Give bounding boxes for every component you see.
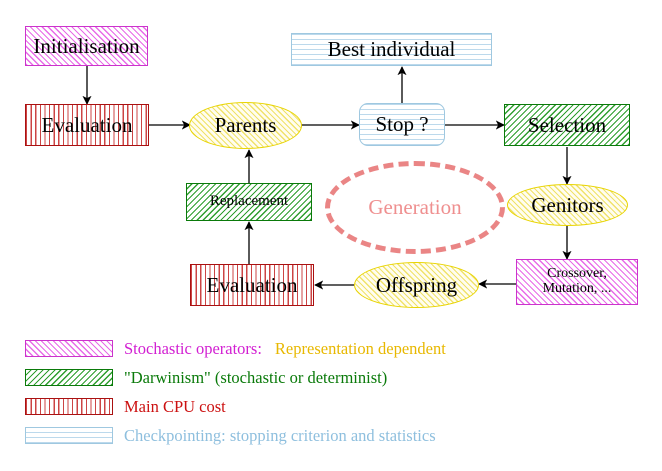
legend-label-stochastic: Stochastic operators: (124, 339, 262, 358)
node-best-individual-label: Best individual (327, 37, 456, 62)
node-stop[interactable]: Stop ? (359, 103, 445, 146)
node-evaluation-bottom[interactable]: Evaluation (190, 264, 314, 306)
node-genitors[interactable]: Genitors (507, 184, 628, 226)
legend-swatch-red (25, 398, 113, 415)
legend-row-cpu: Main CPU cost (0, 397, 662, 427)
node-crossover-line2: Mutation, ... (542, 281, 612, 296)
node-replacement-label: Replacement (209, 193, 289, 210)
node-genitors-label: Genitors (531, 192, 604, 217)
legend-label-cpu: Main CPU cost (124, 397, 226, 416)
generation-ellipse: Generation (325, 161, 505, 254)
node-offspring[interactable]: Offspring (354, 262, 479, 308)
node-selection[interactable]: Selection (504, 104, 630, 146)
node-offspring-label: Offspring (375, 272, 458, 297)
legend-text-stochastic: Stochastic operators: Representation depe… (124, 339, 446, 359)
node-evaluation-top-label: Evaluation (41, 112, 133, 137)
legend-swatch-magenta (25, 340, 113, 357)
node-initialisation-label: Initialisation (33, 33, 140, 58)
generation-label: Generation (368, 195, 462, 219)
legend-row-stochastic: Stochastic operators: Representation depe… (0, 339, 662, 369)
legend: Stochastic operators: Representation depe… (0, 339, 662, 456)
legend-row-darwinism: "Darwinism" (stochastic or determinist) (0, 368, 662, 398)
node-parents[interactable]: Parents (189, 102, 302, 149)
legend-swatch-green (25, 369, 113, 386)
node-evaluation-top[interactable]: Evaluation (25, 104, 149, 146)
legend-swatch-blue (25, 427, 113, 444)
legend-label-checkpointing: Checkpointing: stopping criterion and st… (124, 426, 436, 445)
node-best-individual[interactable]: Best individual (291, 33, 492, 66)
legend-label-representation: Representation dependent (274, 339, 446, 358)
legend-row-checkpointing: Checkpointing: stopping criterion and st… (0, 426, 662, 456)
node-crossover-mutation[interactable]: Crossover, Mutation, ... (516, 259, 638, 305)
node-stop-label: Stop ? (375, 112, 429, 137)
node-replacement[interactable]: Replacement (186, 183, 312, 221)
node-selection-label: Selection (527, 112, 607, 137)
node-initialisation[interactable]: Initialisation (25, 26, 148, 66)
node-parents-label: Parents (214, 113, 277, 138)
legend-label-darwinism: "Darwinism" (stochastic or determinist) (124, 368, 388, 387)
node-evaluation-bottom-label: Evaluation (206, 272, 298, 297)
node-crossover-line1: Crossover, (547, 266, 607, 282)
